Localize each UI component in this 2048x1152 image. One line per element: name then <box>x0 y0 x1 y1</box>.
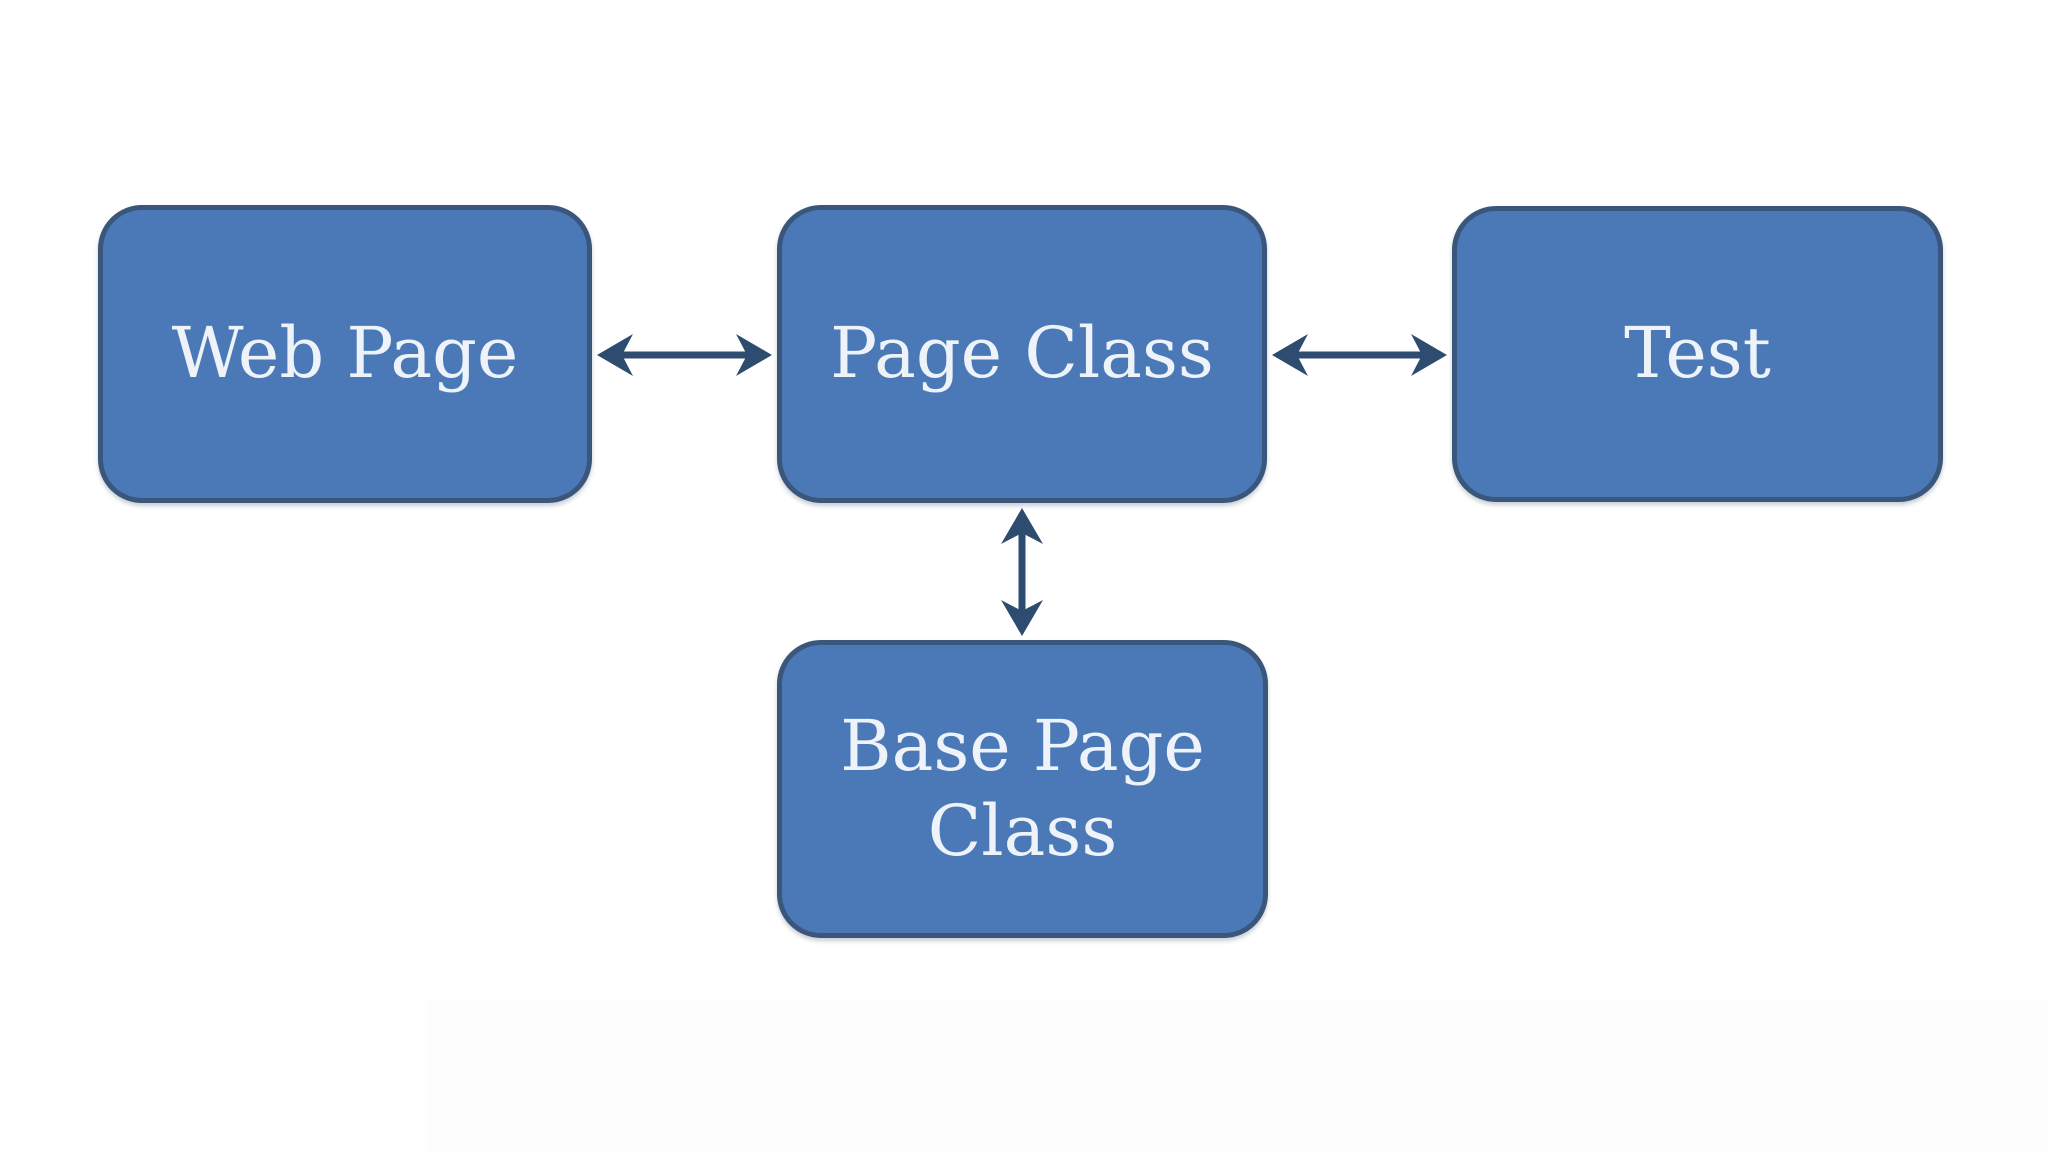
arrowhead-right-icon <box>1411 334 1447 376</box>
background-tint <box>427 1000 2048 1152</box>
node-label: Page Class <box>830 312 1214 395</box>
node-label: Web Page <box>171 312 519 395</box>
node-web-page: Web Page <box>98 205 592 503</box>
node-test: Test <box>1452 206 1943 502</box>
node-label: Base Page Class <box>840 704 1205 872</box>
double-arrow-page-class-base-page-class <box>1001 508 1043 636</box>
double-arrow-web-page-page-class <box>597 334 772 376</box>
arrowhead-down-icon <box>1001 600 1043 636</box>
arrowhead-left-icon <box>1272 334 1308 376</box>
double-arrow-page-class-test <box>1272 334 1447 376</box>
arrowhead-right-icon <box>736 334 772 376</box>
node-label: Test <box>1624 312 1771 395</box>
node-base-page-class: Base Page Class <box>777 640 1268 938</box>
node-page-class: Page Class <box>777 205 1267 503</box>
arrowhead-up-icon <box>1001 508 1043 544</box>
arrowhead-left-icon <box>597 334 633 376</box>
